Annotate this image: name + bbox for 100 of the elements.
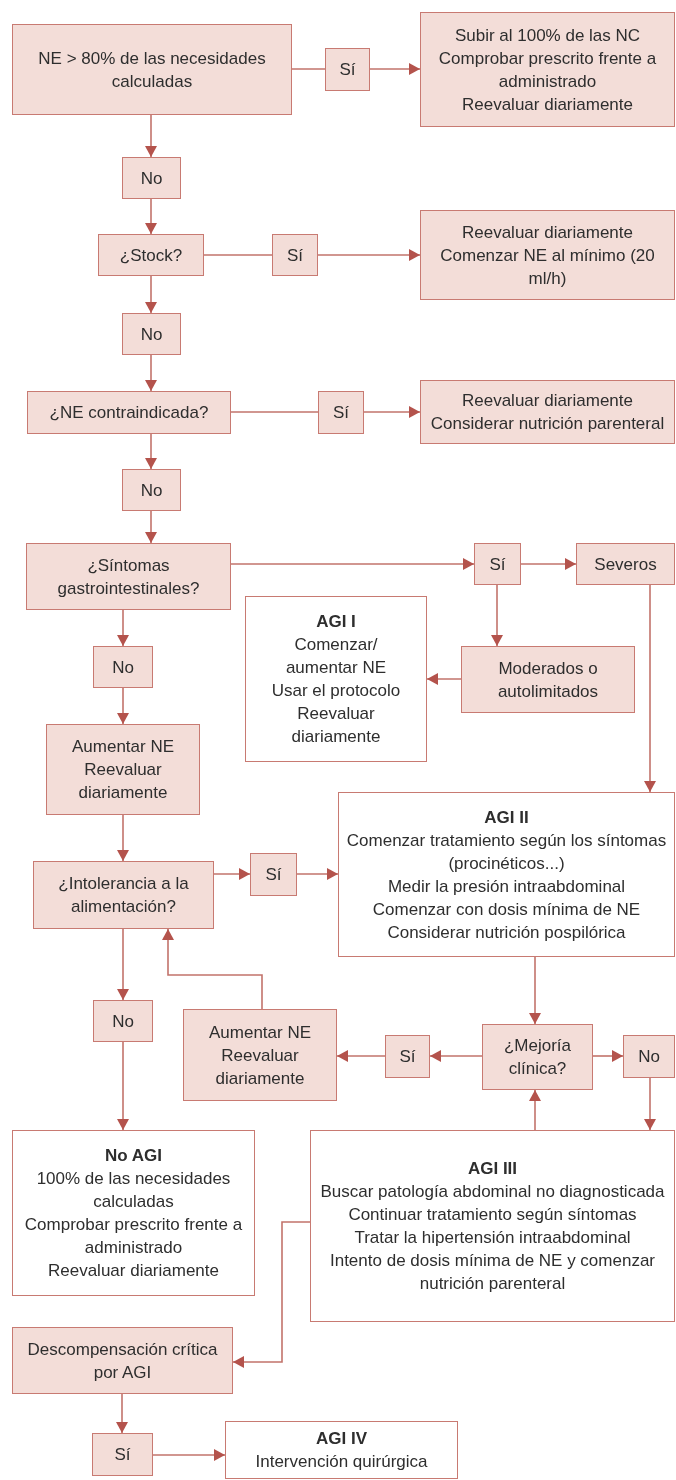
box-text: Subir al 100% de las NC xyxy=(454,24,641,47)
arrow xyxy=(117,687,129,725)
arrow xyxy=(145,198,157,235)
answer-box xyxy=(325,48,370,91)
box-heading: AGI III xyxy=(467,1158,518,1180)
arrow xyxy=(529,1089,541,1131)
box-text: Sí xyxy=(489,553,506,576)
box-text: No xyxy=(112,656,134,679)
box-text: Comenzar NE al mínimo (20 ml/h) xyxy=(439,244,656,290)
arrow xyxy=(426,673,462,685)
box-text: Considerar nutrición pospilórica xyxy=(387,921,626,944)
box-text: Comprobar prescrito frente a administrado xyxy=(437,47,658,93)
box-text: Comenzar tratamiento según los síntomas (procinéticos...) xyxy=(345,829,668,875)
arrow xyxy=(491,584,503,647)
result-box xyxy=(225,1421,458,1479)
arrow xyxy=(369,63,421,75)
arrow xyxy=(117,1041,129,1131)
arrow xyxy=(145,433,157,470)
answer-box xyxy=(318,391,364,434)
action-box xyxy=(183,1009,337,1101)
box-heading: AGI I xyxy=(316,611,356,633)
box-text: Reevaluar diariamente xyxy=(77,759,169,804)
box-text: Reevaluar diariamente xyxy=(290,703,382,748)
arrow xyxy=(162,928,263,1010)
arrow xyxy=(117,928,129,1001)
answer-box xyxy=(92,1433,153,1476)
answer-box xyxy=(122,157,181,199)
box-text: Intento de dosis mínima de NE y comenzar nutrición parenteral xyxy=(328,1250,656,1295)
box-text: Reevaluar diariamente xyxy=(214,1044,306,1090)
answer-box xyxy=(122,313,181,355)
box-text: ¿Intolerancia a la alimentación? xyxy=(57,873,190,918)
box-text: No xyxy=(112,1010,134,1033)
answer-box xyxy=(576,543,675,585)
arrow xyxy=(317,249,421,261)
arrow xyxy=(117,609,129,647)
box-text: Continuar tratamiento según síntomas xyxy=(348,1204,637,1226)
box-text: 100% de las necesidades calculadas xyxy=(35,1168,232,1213)
arrow xyxy=(213,868,251,880)
result-box xyxy=(338,792,675,957)
arrow xyxy=(644,584,656,793)
arrow xyxy=(145,275,157,314)
box-text: Moderados o autolimitados xyxy=(496,657,600,703)
box-text: ¿NE contraindicada? xyxy=(49,402,209,424)
answer-box xyxy=(122,469,181,511)
box-text: Sí xyxy=(286,244,304,267)
box-text: Reevaluar diariamente xyxy=(461,221,633,244)
arrow xyxy=(363,406,421,418)
decision-box xyxy=(98,234,204,276)
answer-box xyxy=(385,1035,430,1078)
arrow xyxy=(230,558,475,570)
box-text: Medir la presión intraabdominal xyxy=(387,875,626,898)
answer-box xyxy=(93,1000,153,1042)
action-box xyxy=(46,724,200,815)
box-text: Aumentar NE xyxy=(208,1021,311,1044)
box-text: Descompensación crítica por AGI xyxy=(26,1338,219,1384)
result-box xyxy=(245,596,427,762)
connector-line xyxy=(203,254,273,256)
arrow xyxy=(152,1449,226,1461)
result-box xyxy=(12,1130,255,1296)
action-box xyxy=(420,380,675,444)
arrow xyxy=(117,814,129,862)
box-text: Severos xyxy=(594,553,657,576)
arrow xyxy=(116,1393,128,1434)
box-text: Considerar nutrición parenteral xyxy=(430,413,665,435)
box-text: ¿Síntomas gastrointestinales? xyxy=(56,554,201,600)
box-text: Reevaluar diariamente xyxy=(47,1260,219,1282)
box-text: No xyxy=(638,1046,660,1068)
answer-box xyxy=(461,646,635,713)
arrow xyxy=(145,114,157,158)
answer-box xyxy=(474,543,521,585)
arrow xyxy=(145,354,157,392)
box-text: Sí xyxy=(399,1046,416,1068)
box-text: Intervención quirúrgica xyxy=(255,1451,428,1473)
box-text: ¿Mejoría clínica? xyxy=(502,1035,573,1080)
decision-box xyxy=(33,861,214,929)
box-heading: AGI II xyxy=(484,806,529,829)
answer-box xyxy=(272,234,318,276)
box-text: Comenzar/ aumentar NE xyxy=(284,634,388,679)
box-text: Usar el protocolo xyxy=(271,680,401,702)
result-box xyxy=(310,1130,675,1322)
connector-line xyxy=(291,68,326,70)
box-text: NE > 80% de las necesidades calculadas xyxy=(37,47,267,93)
box-text: No xyxy=(140,479,163,502)
box-text: Buscar patología abdominal no diagnosticada xyxy=(320,1181,665,1203)
answer-box xyxy=(250,853,297,896)
box-text: Sí xyxy=(332,402,350,424)
decision-box xyxy=(12,1327,233,1394)
arrow xyxy=(520,558,577,570)
box-text: Reevaluar diariamente xyxy=(461,390,633,412)
box-text: No xyxy=(140,323,163,346)
box-text: Sí xyxy=(339,59,356,81)
arrow xyxy=(296,868,339,880)
box-text: No xyxy=(140,167,163,190)
box-text: Aumentar NE xyxy=(71,736,174,758)
box-text: Comenzar con dosis mínima de NE xyxy=(372,898,641,921)
box-text: ¿Stock? xyxy=(119,244,183,267)
action-box xyxy=(420,210,675,300)
decision-box xyxy=(482,1024,593,1090)
box-text: Comprobar prescrito frente a administrado xyxy=(23,1214,244,1259)
arrow xyxy=(592,1050,624,1062)
